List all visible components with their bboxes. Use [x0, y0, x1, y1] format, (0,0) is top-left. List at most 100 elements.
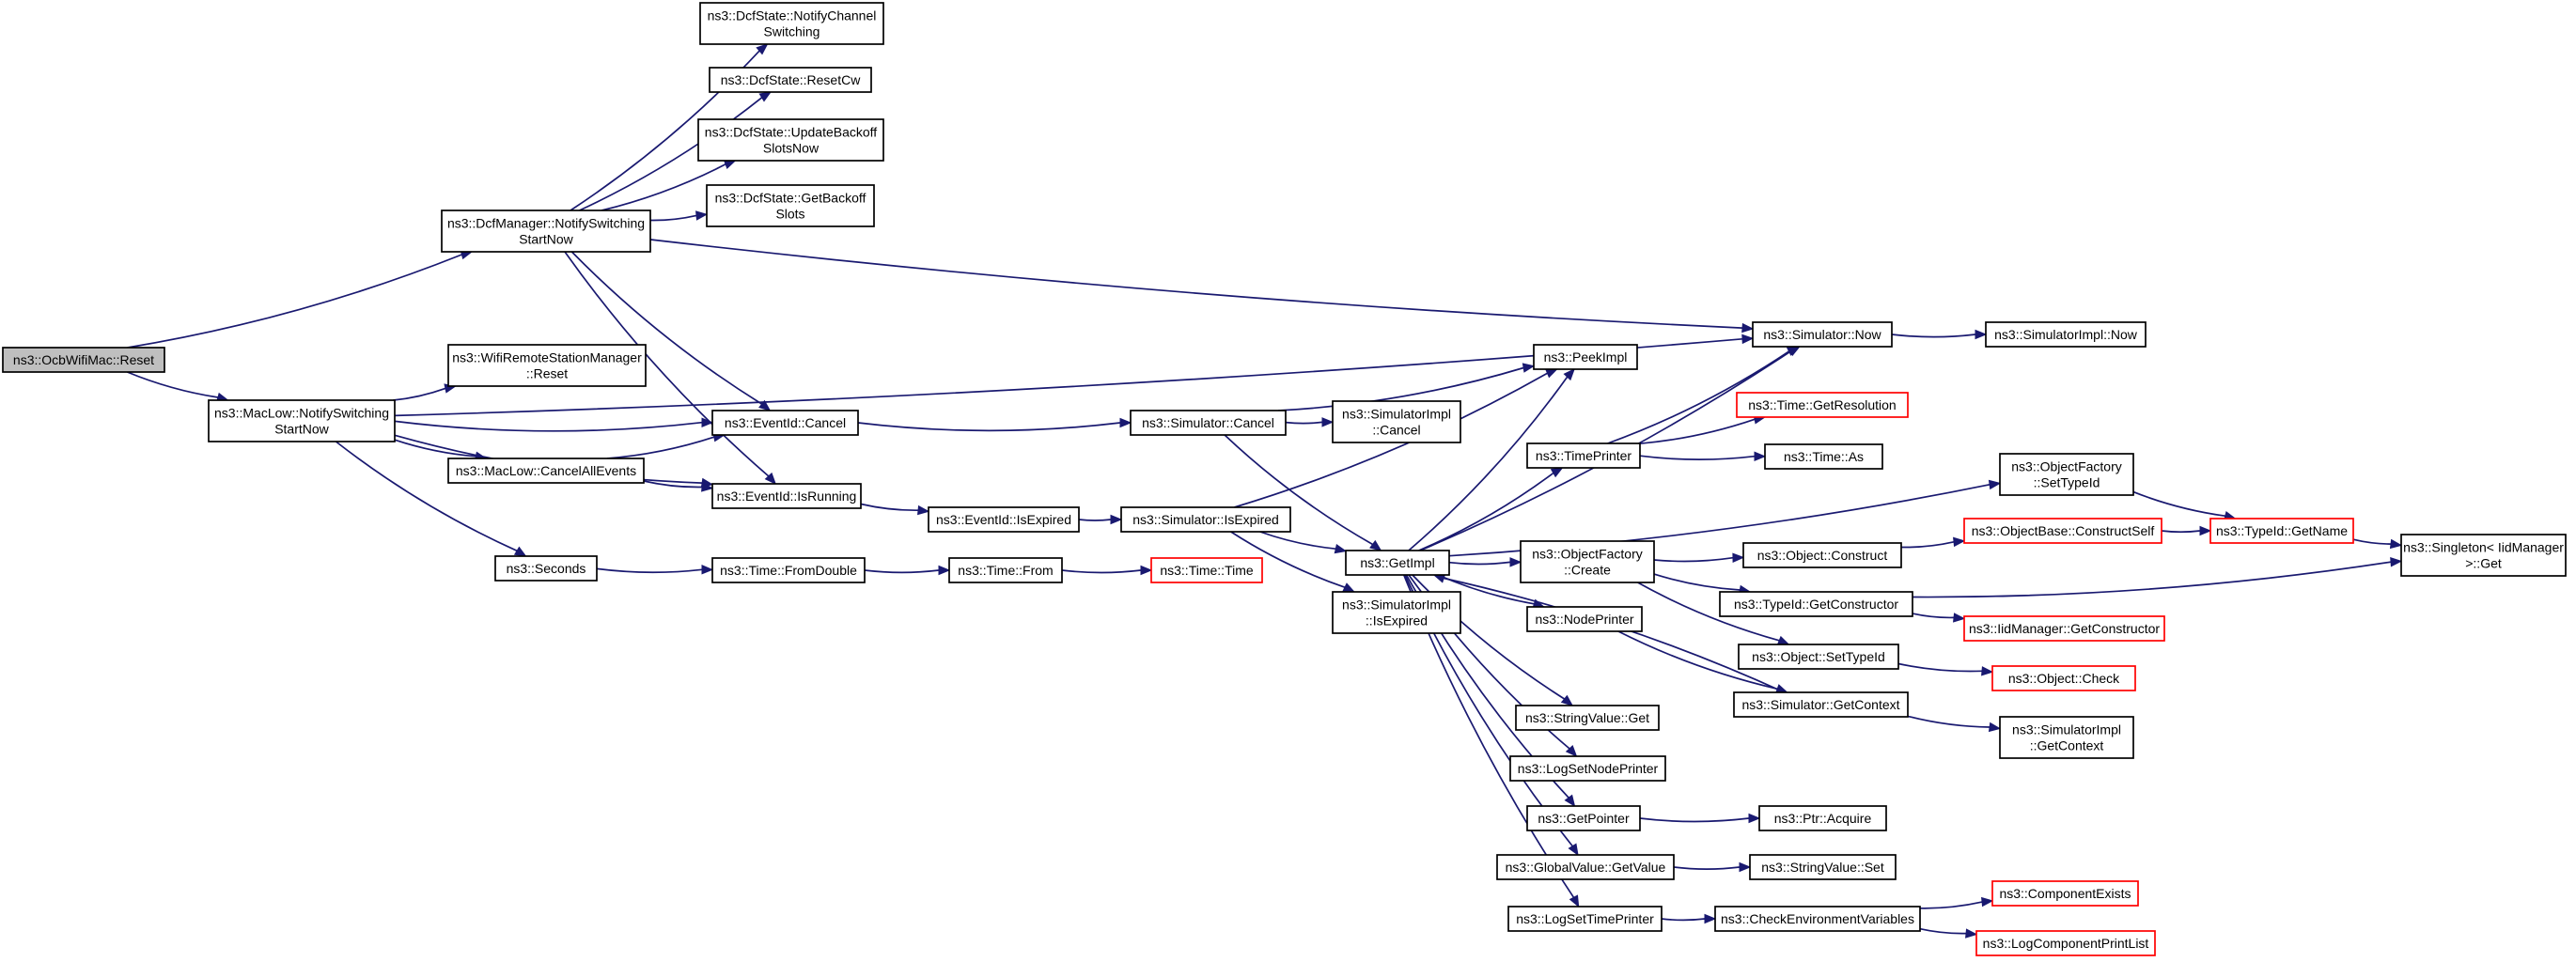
edge-sim_cancel-to-getimpl — [1224, 434, 1374, 546]
node-ocb-reset[interactable]: ns3::OcbWifiMac::Reset — [2, 347, 165, 373]
edge-dcfmgr_notify-to-sim_now — [649, 239, 1743, 329]
node-label: ns3::EventId::Cancel — [725, 415, 846, 430]
node-label: ns3::TypeId::GetName — [2216, 523, 2348, 538]
node-label: ns3::WifiRemoteStationManager — [452, 350, 642, 365]
node-label: ns3::Singleton< IidManager — [2403, 540, 2564, 555]
node-simimpl-isexpired[interactable]: ns3::SimulatorImpl::IsExpired — [1332, 591, 1461, 634]
node-stringvalue-set[interactable]: ns3::StringValue::Set — [1749, 854, 1897, 880]
arrowhead-typeid_getconstructor-to-iidmanager_getconstructor — [1953, 613, 1966, 623]
arrowhead-maclow_cancelall-to-eventid_isrunning — [701, 482, 714, 492]
node-label: ns3::Time::GetResolution — [1748, 397, 1896, 412]
edge-maclow_notify-to-wifi_rsm_reset — [393, 387, 446, 401]
node-box — [1509, 755, 1666, 782]
node-iidmanager-getconstructor[interactable]: ns3::IidManager::GetConstructor — [1963, 615, 2165, 642]
node-getpointer[interactable]: ns3::GetPointer — [1526, 805, 1641, 831]
node-time-as[interactable]: ns3::Time::As — [1764, 443, 1883, 470]
node-wifi-rsm-reset[interactable]: ns3::WifiRemoteStationManager::Reset — [447, 344, 647, 387]
edge-dcfmgr_notify-to-eventid_isrunning — [564, 251, 770, 477]
edge-time_from-to-time_time — [1061, 569, 1142, 574]
arrowhead-dcfmgr_notify-to-dcfstate_notifych — [756, 43, 769, 55]
arrowhead-objfactory_create-to-object_construct — [1732, 552, 1745, 563]
node-label: ns3::GetPointer — [1538, 811, 1630, 826]
node-objfactory-create[interactable]: ns3::ObjectFactory::Create — [1520, 540, 1655, 583]
arrowhead-getimpl-to-getpointer — [1564, 794, 1576, 808]
arrowhead-typeid_getconstructor-to-singleton_get — [2390, 556, 2403, 567]
node-object-check[interactable]: ns3::Object::Check — [1991, 665, 2136, 691]
node-label: ::Reset — [526, 366, 568, 381]
node-sim-isexpired[interactable]: ns3::Simulator::IsExpired — [1120, 506, 1291, 533]
node-logcomponentprintlist[interactable]: ns3::LogComponentPrintList — [1975, 930, 2156, 956]
node-getimpl[interactable]: ns3::GetImpl — [1345, 550, 1450, 576]
node-label: ns3::TimePrinter — [1536, 448, 1632, 463]
node-ptr-acquire[interactable]: ns3::Ptr::Acquire — [1758, 805, 1887, 831]
node-object-construct[interactable]: ns3::Object::Construct — [1742, 542, 1902, 568]
edge-object_construct-to-objbase_constructself — [1900, 540, 1955, 549]
edge-timeprinter-to-sim_now — [1607, 350, 1790, 444]
node-label: ::IsExpired — [1366, 613, 1428, 628]
node-box — [1999, 453, 2134, 496]
node-label: ns3::Time::From — [958, 563, 1053, 578]
arrowhead-getimpl-to-peekimpl — [1563, 368, 1575, 381]
node-label: >::Get — [2465, 556, 2502, 571]
node-timeprinter[interactable]: ns3::TimePrinter — [1526, 442, 1641, 469]
node-objfactory-settypeid[interactable]: ns3::ObjectFactory::SetTypeId — [1999, 453, 2134, 496]
node-time-getresolution[interactable]: ns3::Time::GetResolution — [1736, 392, 1909, 418]
node-time-from[interactable]: ns3::Time::From — [948, 557, 1063, 583]
node-eventid-isrunning[interactable]: ns3::EventId::IsRunning — [711, 483, 862, 509]
node-singleton-get[interactable]: ns3::Singleton< IidManager>::Get — [2400, 534, 2567, 577]
node-box — [1345, 550, 1450, 576]
node-objbase-constructself[interactable]: ns3::ObjectBase::ConstructSelf — [1963, 518, 2162, 544]
node-peekimpl[interactable]: ns3::PeekImpl — [1533, 344, 1638, 370]
node-label: ns3::GlobalValue::GetValue — [1506, 860, 1666, 875]
node-stringvalue-get[interactable]: ns3::StringValue::Get — [1515, 705, 1660, 731]
node-simimpl-getcontext[interactable]: ns3::SimulatorImpl::GetContext — [1999, 716, 2134, 759]
node-eventid-cancel[interactable]: ns3::EventId::Cancel — [711, 410, 859, 436]
edge-typeid_getconstructor-to-singleton_get — [1912, 561, 2392, 598]
node-label: ns3::DcfState::GetBackoff — [715, 191, 866, 206]
arrowhead-sim_isexpired-to-simimpl_isexpired — [1342, 582, 1356, 593]
node-typeid-getconstructor[interactable]: ns3::TypeId::GetConstructor — [1719, 591, 1913, 617]
node-typeid-getname[interactable]: ns3::TypeId::GetName — [2209, 518, 2354, 544]
node-time-time[interactable]: ns3::Time::Time — [1150, 557, 1263, 583]
node-dcfstate-resetcw[interactable]: ns3::DcfState::ResetCw — [709, 67, 872, 93]
edge-getimpl-to-objfactory_create — [1448, 561, 1511, 566]
node-nodeprinter[interactable]: ns3::NodePrinter — [1526, 606, 1643, 632]
node-componentexists[interactable]: ns3::ComponentExists — [1991, 880, 2139, 907]
node-eventid-isexpired[interactable]: ns3::EventId::IsExpired — [928, 506, 1080, 533]
edge-objfactory_create-to-typeid_getconstructor — [1653, 573, 1741, 591]
node-box — [1496, 854, 1675, 880]
node-box — [1507, 906, 1663, 932]
node-label: ns3::Object::SetTypeId — [1752, 649, 1885, 664]
node-box — [1515, 705, 1660, 731]
node-label: Switching — [764, 24, 820, 39]
arrowhead-time_from-to-time_time — [1140, 565, 1153, 576]
node-sim-cancel[interactable]: ns3::Simulator::Cancel — [1130, 410, 1287, 436]
node-logsettimeprinter[interactable]: ns3::LogSetTimePrinter — [1507, 906, 1663, 932]
node-seconds[interactable]: ns3::Seconds — [494, 555, 598, 582]
node-object-settypeid[interactable]: ns3::Object::SetTypeId — [1738, 644, 1899, 670]
node-label: ns3::LogSetNodePrinter — [1518, 761, 1659, 776]
node-time-fromdouble[interactable]: ns3::Time::FromDouble — [711, 557, 866, 583]
edge-sim_cancel-to-simimpl_cancel — [1285, 421, 1323, 425]
node-logsetnodeprinter[interactable]: ns3::LogSetNodePrinter — [1509, 755, 1666, 782]
node-box — [1764, 443, 1883, 470]
arrowhead-checkenv-to-logcomponentprintlist — [1965, 928, 1978, 939]
node-label: ns3::Object::Construct — [1757, 548, 1888, 563]
node-sim-now[interactable]: ns3::Simulator::Now — [1752, 321, 1893, 348]
node-maclow-cancelall[interactable]: ns3::MacLow::CancelAllEvents — [447, 458, 645, 484]
arrowhead-timeprinter-to-time_as — [1754, 451, 1767, 461]
node-simimpl-cancel[interactable]: ns3::SimulatorImpl::Cancel — [1332, 400, 1461, 443]
node-globalvalue-getvalue[interactable]: ns3::GlobalValue::GetValue — [1496, 854, 1675, 880]
edge-eventid_cancel-to-sim_cancel — [857, 422, 1121, 432]
node-sim-getcontext[interactable]: ns3::Simulator::GetContext — [1733, 691, 1909, 718]
node-simimpl-now[interactable]: ns3::SimulatorImpl::Now — [1985, 321, 2147, 348]
node-checkenv[interactable]: ns3::CheckEnvironmentVariables — [1714, 906, 1921, 932]
node-box — [1150, 557, 1263, 583]
arrowhead-time_fromdouble-to-time_from — [938, 565, 951, 576]
